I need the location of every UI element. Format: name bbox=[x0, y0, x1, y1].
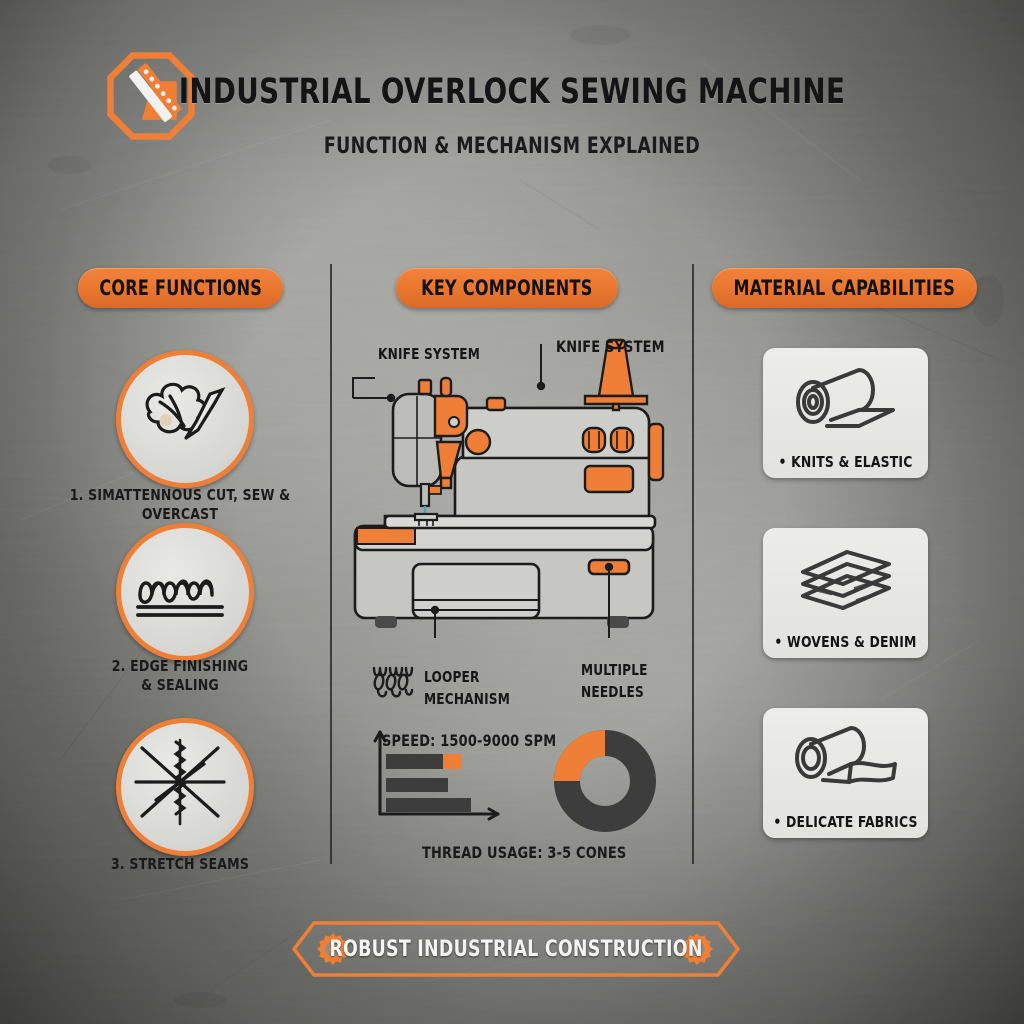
bar-group bbox=[386, 754, 471, 812]
speed-label: SPEED: 1500-9000 SPM bbox=[382, 731, 557, 750]
industrial-overlock-sewing-machine-illustration bbox=[352, 338, 665, 638]
section-header-material-capabilities: MATERIAL CAPABILITIES bbox=[712, 268, 977, 308]
core-function-label-3: 3. STRETCH SEAMS bbox=[110, 855, 250, 873]
footer-label: ROBUST INDUSTRIAL CONSTRUCTION bbox=[329, 936, 703, 962]
speed-bar-chart bbox=[373, 730, 500, 821]
core-function-circle-1 bbox=[116, 350, 254, 488]
material-label-1: • KNITS & ELASTIC bbox=[778, 453, 913, 471]
fabric-roll-soft-icon bbox=[795, 726, 897, 784]
callout-label-needles-line1: MULTIPLE bbox=[581, 661, 648, 679]
overlock-stitch-icon bbox=[136, 579, 224, 617]
core-function-label-2-line2: & SEALING bbox=[141, 676, 219, 694]
thread-usage-label: THREAD USAGE: 3-5 CONES bbox=[422, 843, 627, 862]
gear-icon bbox=[681, 933, 713, 965]
callout-label-looper-line1: LOOPER bbox=[424, 668, 480, 686]
section-header-key-components: KEY COMPONENTS bbox=[396, 268, 618, 308]
needle-seam-octagon-logo-icon bbox=[107, 52, 195, 140]
divider-right bbox=[692, 264, 694, 864]
material-label-2: • WOVENS & DENIM bbox=[774, 633, 917, 651]
key-components-title: KEY COMPONENTS bbox=[421, 276, 593, 300]
stretch-seam-icon bbox=[134, 738, 226, 826]
fabric-roll-icon bbox=[796, 368, 895, 428]
material-label-3: • DELICATE FABRICS bbox=[773, 813, 918, 831]
core-functions-title: CORE FUNCTIONS bbox=[99, 276, 262, 300]
section-header-core-functions: CORE FUNCTIONS bbox=[78, 268, 283, 308]
callout-label-knife-system-left: KNIFE SYSTEM bbox=[378, 345, 481, 363]
thread-usage-donut-chart bbox=[554, 730, 656, 832]
fabric-stack-icon bbox=[801, 550, 891, 610]
footer-banner: ROBUST INDUSTRIAL CONSTRUCTION bbox=[292, 921, 740, 977]
footer-frame bbox=[292, 921, 740, 977]
callout-label-needles-line2: NEEDLES bbox=[581, 683, 644, 701]
callout-label-looper-line2: MECHANISM bbox=[424, 690, 511, 708]
thread-and-blade-icon bbox=[145, 382, 226, 440]
divider-left bbox=[330, 264, 332, 864]
core-function-label-2-line1: 2. EDGE FINISHING bbox=[111, 657, 249, 675]
callout-label-knife-system-right: KNIFE SYSTEM bbox=[556, 337, 665, 356]
page-title: INDUSTRIAL OVERLOCK SEWING MACHINE bbox=[178, 72, 846, 112]
gear-icon bbox=[317, 933, 349, 965]
page-subtitle: FUNCTION & MECHANISM EXPLAINED bbox=[323, 134, 701, 159]
looper-mechanism-icon bbox=[372, 666, 414, 698]
material-capabilities-title: MATERIAL CAPABILITIES bbox=[733, 276, 956, 300]
header: INDUSTRIAL OVERLOCK SEWING MACHINE FUNCT… bbox=[0, 44, 1024, 159]
core-function-label-1: 1. SIMATTENNOUS CUT, SEW & OVERCAST bbox=[69, 486, 291, 523]
